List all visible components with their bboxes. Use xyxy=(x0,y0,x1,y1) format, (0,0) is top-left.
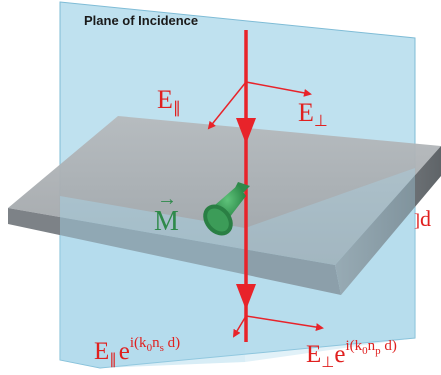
thickness-label: ]d xyxy=(414,206,431,231)
e-perp-vector xyxy=(245,81,312,97)
svg-text:M: M xyxy=(154,206,179,237)
slab-front-edge xyxy=(8,208,341,295)
e-perp-label: E⊥ xyxy=(298,98,328,130)
magnetization-arrow-icon xyxy=(203,182,250,236)
beam-arrow-upper xyxy=(236,118,256,144)
e-parallel-out-vector xyxy=(232,315,247,338)
e-parallel-vector xyxy=(207,81,247,130)
e-perp-out-vector xyxy=(245,315,324,332)
svg-text:→: → xyxy=(157,188,177,210)
plane-of-incidence-front xyxy=(60,196,245,368)
beam-arrow-lower xyxy=(236,284,256,310)
slab-right-edge xyxy=(335,146,441,295)
e-parallel-label: E∥ xyxy=(157,85,181,117)
plane-label: Plane of Incidence xyxy=(84,13,198,28)
e-parallel-out-label: E∥ei(k0ns d) xyxy=(94,335,180,368)
magnetization-label: M → xyxy=(154,188,179,237)
plane-of-incidence-front-right xyxy=(245,168,415,362)
slab-top xyxy=(8,116,441,265)
e-perp-out-label: E⊥ei(k0np d) xyxy=(306,338,397,371)
